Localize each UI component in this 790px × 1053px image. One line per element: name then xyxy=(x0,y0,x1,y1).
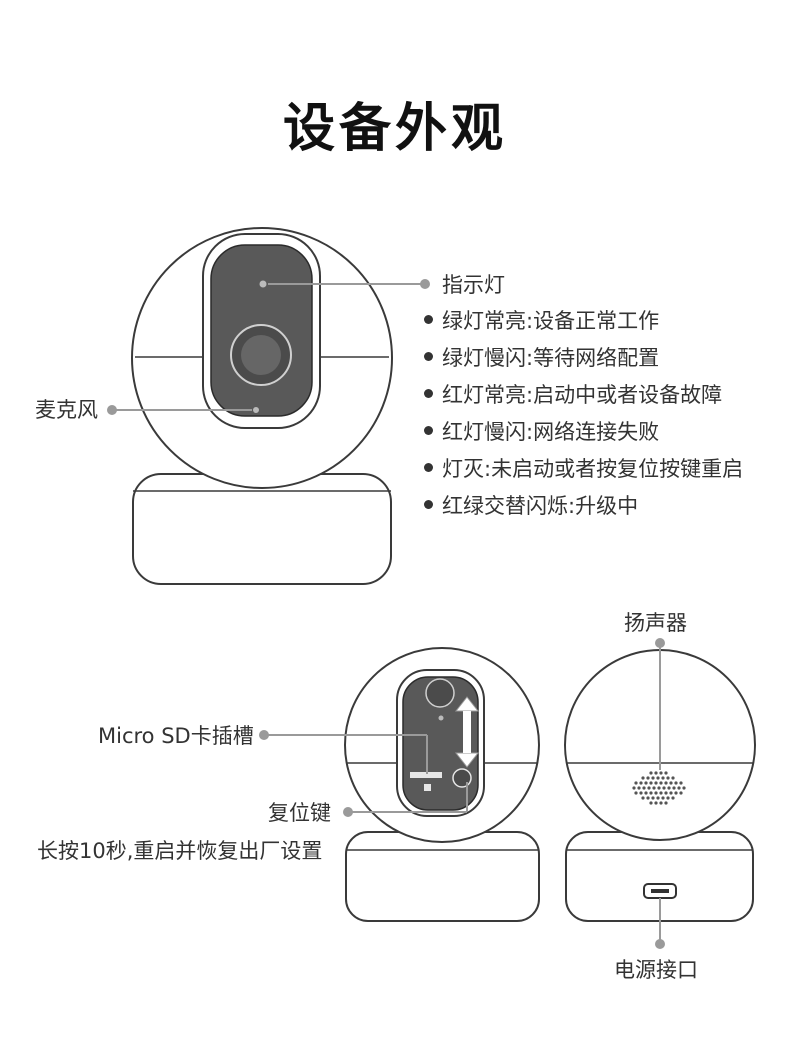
bullet-icon xyxy=(424,314,433,324)
list-item: 红灯慢闪:网络连接失败 xyxy=(424,422,743,459)
list-item: 红灯常亮:启动中或者设备故障 xyxy=(424,385,743,422)
sd-leader-dot xyxy=(259,730,269,740)
speaker-leader-dot xyxy=(655,638,665,648)
indicator-label: 指示灯 xyxy=(442,273,505,297)
reset-note: 长按10秒,重启并恢复出厂设置 xyxy=(37,839,323,863)
indicator-leader-dot xyxy=(420,279,430,289)
list-item: 绿灯慢闪:等待网络配置 xyxy=(424,348,743,385)
front-camera-illustration xyxy=(131,227,393,585)
indicator-states-list: 绿灯常亮:设备正常工作 绿灯慢闪:等待网络配置 红灯常亮:启动中或者设备故障 红… xyxy=(424,311,743,533)
bullet-icon xyxy=(424,462,433,472)
power-leader-dot xyxy=(655,939,665,949)
side-camera-illustration xyxy=(344,647,540,922)
bullet-icon xyxy=(424,388,433,398)
reset-button-label: 复位键 xyxy=(268,801,331,825)
mic-label: 麦克风 xyxy=(35,398,98,422)
bullet-icon xyxy=(424,425,433,435)
mic-leader-dot xyxy=(107,405,117,415)
bullet-icon xyxy=(424,351,433,361)
list-item: 红绿交替闪烁:升级中 xyxy=(424,496,743,533)
page-title: 设备外观 xyxy=(282,99,507,159)
list-item: 绿灯常亮:设备正常工作 xyxy=(424,311,743,348)
sd-slot-label: Micro SD卡插槽 xyxy=(98,724,254,748)
power-port-label: 电源接口 xyxy=(614,958,698,982)
speaker-label: 扬声器 xyxy=(624,611,687,635)
list-item: 灯灭:未启动或者按复位按键重启 xyxy=(424,459,743,496)
reset-leader-dot xyxy=(343,807,353,817)
bullet-icon xyxy=(424,499,433,509)
